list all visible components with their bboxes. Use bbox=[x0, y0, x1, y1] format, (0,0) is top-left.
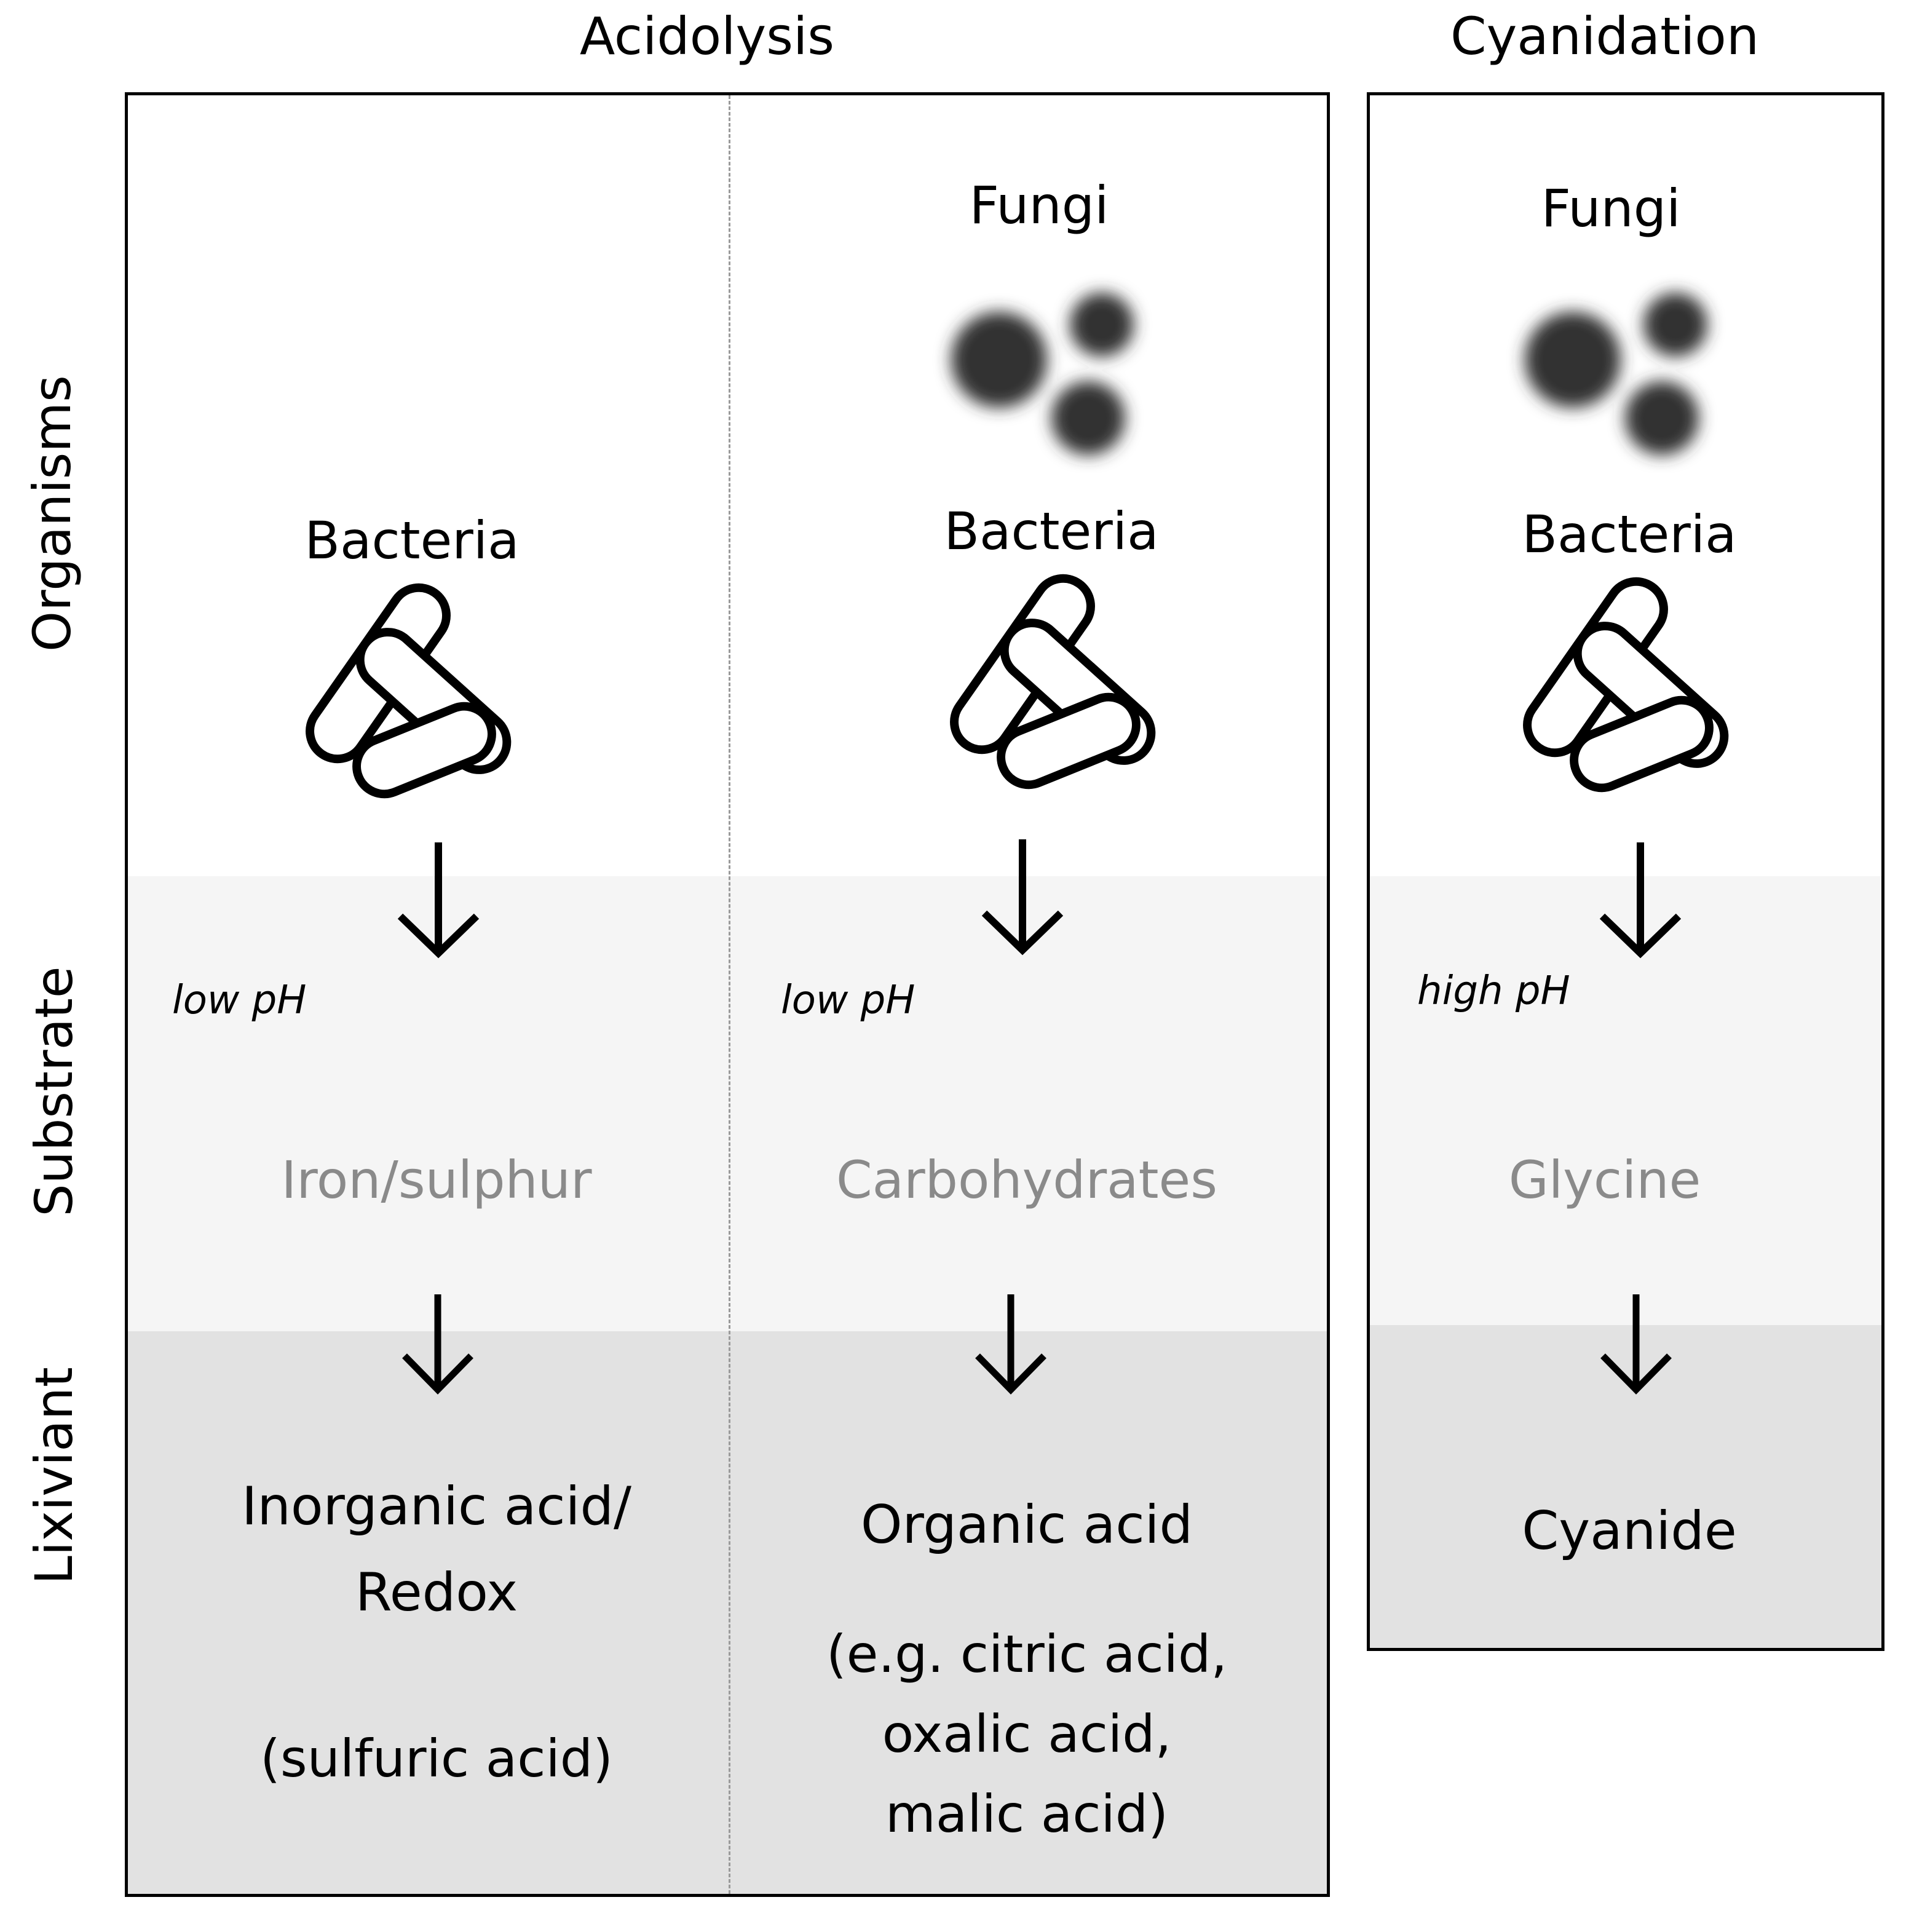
bacteria-label: Bacteria bbox=[1522, 504, 1737, 564]
substrate-band bbox=[128, 876, 1327, 1331]
arrow-down-icon bbox=[1599, 842, 1682, 959]
fungi-label: Fungi bbox=[969, 175, 1109, 236]
lixiviant-examples: (sulfuric acid) bbox=[260, 1728, 613, 1789]
substrate-label: Glycine bbox=[1508, 1150, 1701, 1210]
row-label-lixiviant: Lixiviant bbox=[24, 1367, 84, 1585]
bacteria-rods-icon bbox=[950, 574, 1156, 790]
fungal-spores-icon bbox=[1525, 293, 1707, 455]
substrate-band bbox=[1370, 876, 1881, 1325]
substrate-label: Iron/sulphur bbox=[281, 1150, 592, 1210]
arrow-down-icon bbox=[1600, 1294, 1672, 1395]
ph-label: high pH bbox=[1417, 968, 1570, 1014]
row-label-substrate: Substrate bbox=[24, 966, 84, 1217]
bacteria-label: Bacteria bbox=[944, 501, 1159, 561]
arrow-down-icon bbox=[397, 842, 480, 959]
ph-label: low pH bbox=[172, 978, 307, 1023]
arrow-down-icon bbox=[402, 1294, 473, 1395]
fungal-spores-icon bbox=[951, 293, 1134, 455]
arrow-down-icon bbox=[975, 1294, 1046, 1395]
lixiviant-examples: (e.g. citric acid, oxalic acid, malic ac… bbox=[826, 1624, 1228, 1844]
bacteria-rods-icon bbox=[1523, 577, 1729, 793]
fungi-label: Fungi bbox=[1541, 178, 1681, 239]
lixiviant-label: Inorganic acid/ Redox bbox=[241, 1476, 632, 1623]
bacteria-label: Bacteria bbox=[304, 510, 520, 571]
lixiviant-label: Cyanide bbox=[1522, 1500, 1737, 1562]
lixiviant-band bbox=[128, 1331, 1327, 1894]
ph-label: low pH bbox=[781, 978, 915, 1023]
bacteria-rods-icon bbox=[306, 583, 512, 799]
header-acidolysis: Acidolysis bbox=[579, 6, 835, 66]
row-label-organisms: Organisms bbox=[22, 375, 82, 652]
cyanidation-panel bbox=[1367, 92, 1884, 1651]
lixiviant-label: Organic acid bbox=[860, 1494, 1193, 1556]
column-divider bbox=[729, 95, 730, 1894]
header-cyanidation: Cyanidation bbox=[1450, 6, 1760, 66]
substrate-label: Carbohydrates bbox=[836, 1150, 1218, 1210]
arrow-down-icon bbox=[981, 839, 1064, 956]
acidolysis-panel bbox=[125, 92, 1330, 1897]
